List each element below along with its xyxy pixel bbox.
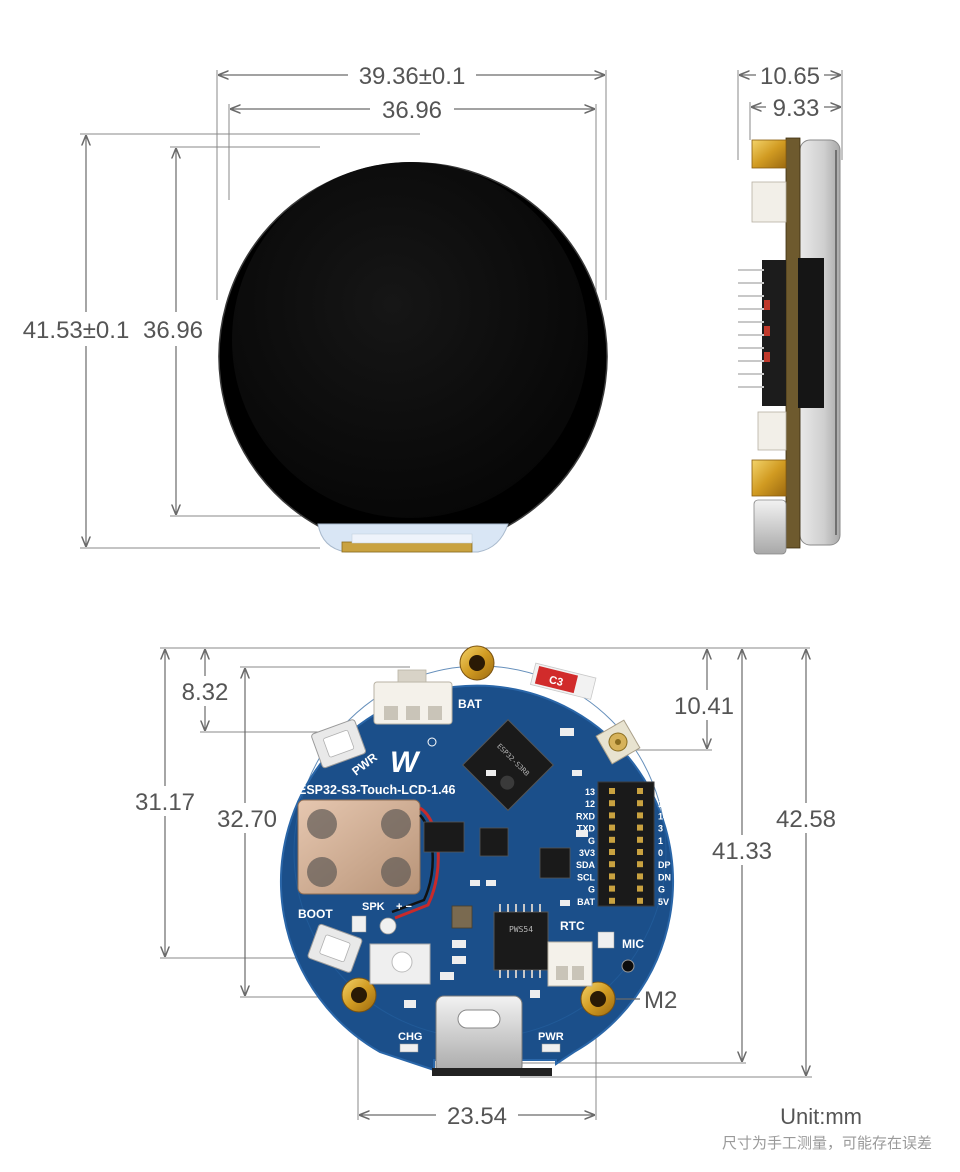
side-standoff-bottom <box>751 459 787 497</box>
header-pin <box>609 861 615 868</box>
side-view: 10.65 9.33 <box>737 60 843 555</box>
pin-header <box>597 781 655 907</box>
pin-label-right: 0 <box>658 848 663 858</box>
header-pin <box>609 873 615 880</box>
pin-label-right: 5V <box>658 897 669 907</box>
header-pin <box>637 873 643 880</box>
side-header-pins <box>738 269 764 388</box>
label-spk: SPK <box>362 901 385 913</box>
label-m2: M2 <box>644 987 677 1014</box>
pin-label-left: G <box>588 885 595 895</box>
mount-hole-right <box>580 981 616 1017</box>
side-usb-c <box>753 499 787 555</box>
round-lcd-screen <box>232 162 588 518</box>
dim-bottom: 23.54 <box>447 1103 507 1130</box>
dim-height-outer: 41.53±0.1 <box>23 317 130 344</box>
pin-label-left: 13 <box>585 787 595 797</box>
dim-left-inner: 32.70 <box>217 806 277 833</box>
pin-label-left: TXD <box>577 824 596 834</box>
pin-label-left: 3V3 <box>579 848 595 858</box>
header-pin <box>609 849 615 855</box>
header-pin <box>637 861 643 868</box>
dim-width-inner: 36.96 <box>382 97 442 124</box>
header-pin <box>637 788 643 794</box>
svg-text:C3: C3 <box>548 674 565 689</box>
pin-label-right: 17 <box>658 787 668 797</box>
unit-label: Unit:mm <box>780 1104 862 1129</box>
dim-top-right: 10.41 <box>674 693 734 720</box>
pin-label-right: G <box>658 885 665 895</box>
header-pin <box>637 897 643 904</box>
svg-text:+ −: + − <box>396 901 412 913</box>
header-pin <box>637 800 643 807</box>
rtc-connector <box>547 941 593 987</box>
pin-label-right: DP <box>658 860 671 870</box>
back-view: BAT C3 PWR W ESP32- <box>134 645 840 1130</box>
dim-top-left: 8.32 <box>182 679 229 706</box>
pin-label-left: 12 <box>585 799 595 809</box>
header-pin <box>637 812 643 819</box>
header-pin <box>637 849 643 855</box>
label-boot: BOOT <box>298 907 333 921</box>
front-view: 39.36±0.1 36.96 41.53±0.1 36.96 <box>20 60 608 553</box>
pin-label-right: 3 <box>658 824 663 834</box>
dim-right-inner: 41.33 <box>712 838 772 865</box>
pwr-button <box>311 719 367 769</box>
header-pin <box>609 812 615 819</box>
pin-labels-right: 17 16 14 3 1 0DP DN G 5V <box>658 787 671 907</box>
battery-pad <box>297 799 421 895</box>
pin-label-left: RXD <box>576 811 596 821</box>
measurement-note: 尺寸为手工测量，可能存在误差 <box>722 1134 932 1152</box>
label-bat: BAT <box>458 697 482 711</box>
pin-label-right: 1 <box>658 836 663 846</box>
pin-label-right: DN <box>658 872 671 882</box>
dim-width-outer: 39.36±0.1 <box>359 63 466 90</box>
esp32-chip: ESP32-S3R8 <box>462 719 554 811</box>
side-pcb <box>785 137 801 549</box>
mic-hole <box>621 959 635 973</box>
mount-hole-left <box>341 977 377 1013</box>
header-pin <box>637 885 643 892</box>
pin-label-right: 16 <box>658 799 668 809</box>
side-standoff-top <box>751 139 787 169</box>
usb-c-port <box>432 995 552 1076</box>
pin-label-left: BAT <box>577 897 595 907</box>
label-pwr-bottom: PWR <box>538 1031 564 1043</box>
svg-text:W: W <box>390 746 421 779</box>
waveshare-logo: W <box>390 737 437 779</box>
dim-thickness-total: 10.65 <box>760 63 820 90</box>
pin-label-left: SCL <box>577 872 596 882</box>
pin-label-right: 14 <box>658 811 668 821</box>
capacitor-c3: C3 <box>529 662 597 700</box>
spk-connector <box>369 943 431 985</box>
dim-right-outer: 42.58 <box>776 806 836 833</box>
svg-text:PWS54: PWS54 <box>509 925 533 934</box>
header-pin <box>609 788 615 794</box>
antenna-connector <box>595 719 641 765</box>
label-chg: CHG <box>398 1031 422 1043</box>
header-pin <box>609 824 615 831</box>
dim-left-outer: 31.17 <box>135 789 195 816</box>
boot-button <box>307 923 363 973</box>
header-pin <box>609 885 615 892</box>
header-pin <box>609 800 615 807</box>
fpc-strip <box>341 541 473 553</box>
pin-label-left: G <box>588 836 595 846</box>
header-pin <box>609 897 615 904</box>
dim-height-inner: 36.96 <box>143 317 203 344</box>
header-pin <box>637 836 643 843</box>
label-mic: MIC <box>622 937 644 951</box>
aux-chip: PWS54 <box>493 904 549 978</box>
header-pin <box>637 824 643 831</box>
dim-thickness-body: 9.33 <box>773 95 820 122</box>
flash-chip <box>423 821 465 853</box>
bat-connector <box>373 669 453 725</box>
label-rtc: RTC <box>560 919 585 933</box>
board-name: ESP32-S3-Touch-LCD-1.46 <box>298 783 455 797</box>
mount-hole-top <box>459 645 495 681</box>
header-pin <box>609 836 615 843</box>
pin-label-left: SDA <box>576 860 596 870</box>
